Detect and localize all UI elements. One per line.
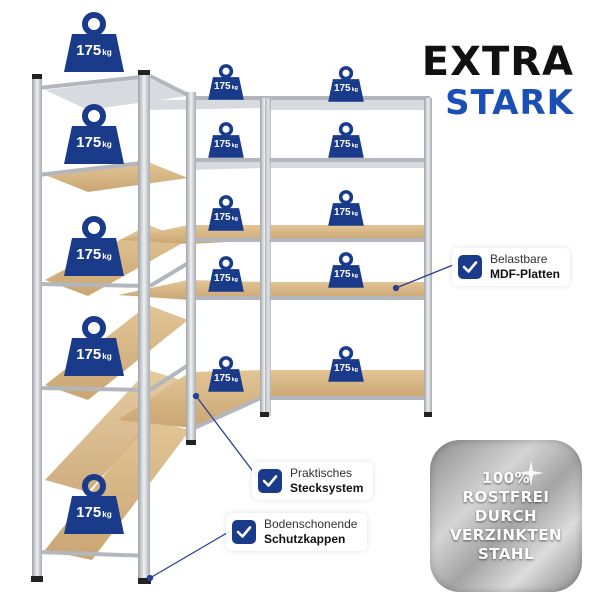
weight-label: 175kg [333,269,359,281]
weight-icon: 175kg [327,252,365,289]
badge-line: VERZINKTEN [449,525,563,544]
weight-icon: 175kg [62,474,126,536]
weight-label: 175kg [213,373,239,385]
weight-icon: 175kg [207,122,245,159]
weight-icon: 175kg [62,216,126,278]
callout-mdf-boards: Belastbare MDF-Platten [452,248,570,286]
weight-label: 175kg [213,212,239,224]
steel-posts [32,72,432,582]
check-icon [458,255,482,279]
weight-icon: 175kg [207,195,245,232]
weight-label: 175kg [333,363,359,375]
headline-line-2: STARK [445,83,574,123]
badge-line: ROSTFREI [462,487,550,506]
weight-label: 175kg [213,273,239,285]
weight-label: 175kg [76,133,112,151]
sparkle-icon [518,460,544,486]
callout-line-2: Stecksystem [290,481,364,495]
badge-line: 100% [481,468,531,487]
weight-icon: 175kg [327,346,365,383]
weight-label: 175kg [213,81,239,93]
callout-line-2: Schutzkappen [264,532,346,546]
steel-beams [37,74,430,558]
callout-protective-caps: Bodenschonende Schutzkappen [226,513,368,551]
weight-label: 175kg [76,345,112,363]
headline-line-1: EXTRA [421,39,574,85]
foot-caps [31,70,432,584]
weight-icon: 175kg [327,190,365,227]
weight-icon: 175kg [327,122,365,159]
weight-label: 175kg [213,139,239,151]
badge-line: STAHL [477,544,535,563]
callout-plug-system: Praktisches Stecksystem [252,462,374,500]
weight-label: 175kg [333,83,359,95]
weight-label: 175kg [333,139,359,151]
weight-icon: 175kg [207,64,245,101]
callout-line-1: Bodenschonende [264,517,358,531]
weight-label: 175kg [76,41,112,59]
weight-icon: 175kg [207,256,245,293]
callout-line-1: Belastbare [490,252,548,266]
check-icon [258,469,282,493]
right-shelf-boards [265,100,430,398]
weight-icon: 175kg [62,104,126,166]
weight-icon: 175kg [327,66,365,103]
weight-icon: 175kg [62,12,126,74]
weight-label: 175kg [76,245,112,263]
callout-line-2: MDF-Platten [490,267,560,281]
headline: EXTRA STARK [422,40,574,122]
weight-label: 175kg [76,503,112,521]
check-icon [232,520,256,544]
weight-icon: 175kg [62,316,126,378]
badge-line: DURCH [474,506,538,525]
weight-label: 175kg [333,207,359,219]
weight-icon: 175kg [207,356,245,393]
rustproof-badge: 100% ROSTFREI DURCH VERZINKTEN STAHL [430,440,582,592]
callout-leaders [146,262,459,582]
callout-line-1: Praktisches [290,466,353,480]
